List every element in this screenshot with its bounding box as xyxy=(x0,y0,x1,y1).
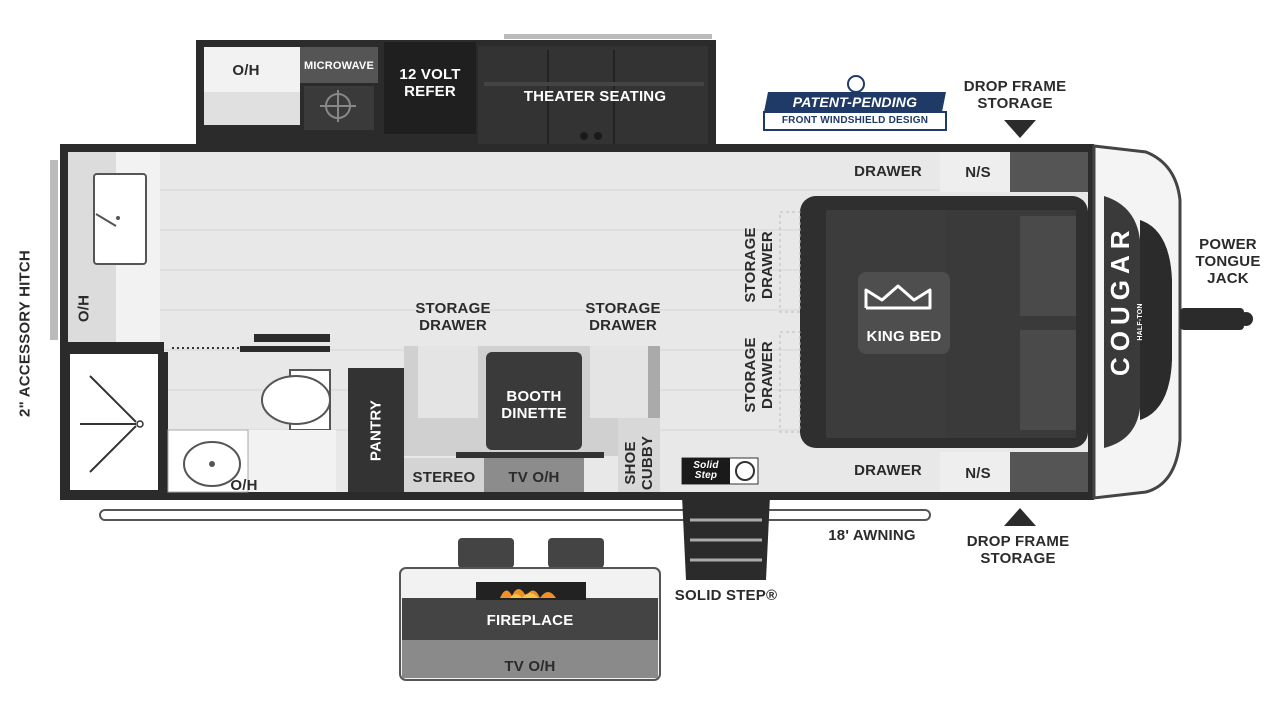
shower xyxy=(66,350,162,494)
drawer-bottom-label: DRAWER xyxy=(854,462,922,479)
fireplace-label: FIREPLACE xyxy=(486,612,574,629)
solid-step-stairs xyxy=(682,496,770,580)
storage-drawer-lower-label: STORAGE DRAWER xyxy=(742,337,776,413)
pantry xyxy=(348,368,404,492)
rear-oh-label: O/H xyxy=(75,294,93,323)
half-ton-text: HALF-TON xyxy=(1137,303,1144,341)
booth-dinette-label: BOOTH DINETTE xyxy=(501,388,567,422)
storage-drawer-dinette-right-label: STORAGE DRAWER xyxy=(585,300,661,334)
booth-table xyxy=(486,352,582,450)
stove-icon xyxy=(304,86,374,130)
stereo-label: STEREO xyxy=(412,469,476,486)
patent-subtitle: FRONT WINDSHIELD DESIGN xyxy=(781,115,929,126)
drawer-top-label: DRAWER xyxy=(854,163,922,180)
triangle-down-icon xyxy=(1004,120,1036,138)
patent-title: PATENT-PENDING DESIGN xyxy=(792,94,918,127)
tv-oh-label: TV O/H xyxy=(508,469,560,486)
awning-bar xyxy=(99,509,931,521)
solid-step-label: SOLID STEP® xyxy=(674,587,778,604)
ns-top-label: N/S xyxy=(965,164,991,181)
fire-icon xyxy=(500,589,556,598)
pantry-label: PANTRY xyxy=(367,399,385,462)
theater-seating-label: THEATER SEATING xyxy=(523,88,667,105)
kitchen-oh-label: O/H xyxy=(232,62,260,79)
accessory-hitch-label: 2" ACCESSORY HITCH xyxy=(16,250,34,417)
sink-icon xyxy=(93,173,147,265)
microwave-label: MICROWAVE xyxy=(303,60,375,72)
crown-icon xyxy=(864,284,932,310)
storage-drawer-dinette-left-label: STORAGE DRAWER xyxy=(415,300,491,334)
awning-label: 18' AWNING xyxy=(828,527,916,544)
drop-frame-top-label: DROP FRAME STORAGE xyxy=(963,78,1067,112)
refrigerator xyxy=(384,42,476,134)
tongue-jack-label: POWER TONGUE JACK xyxy=(1195,236,1261,287)
cougar-logo-text: COUGAR xyxy=(1105,224,1135,376)
theater-seating xyxy=(478,46,708,146)
outdoor-tv-oh-label: TV O/H xyxy=(504,658,556,675)
shoe-cubby-label: SHOE CUBBY xyxy=(622,435,656,491)
triangle-up-icon xyxy=(1004,508,1036,526)
bath-oh-label: O/H xyxy=(230,477,258,494)
microwave-box xyxy=(300,47,378,83)
king-bed-label: KING BED xyxy=(866,328,942,345)
ns-bottom-label: N/S xyxy=(965,465,991,482)
toilet-icon xyxy=(261,369,331,431)
storage-drawer-upper-label: STORAGE DRAWER xyxy=(742,227,776,303)
patent-badge xyxy=(763,75,947,131)
refer-label: 12 VOLT REFER xyxy=(399,66,461,100)
solid-step-logo-text: Solid Step xyxy=(693,460,719,481)
drop-frame-bottom-label: DROP FRAME STORAGE xyxy=(966,533,1070,567)
